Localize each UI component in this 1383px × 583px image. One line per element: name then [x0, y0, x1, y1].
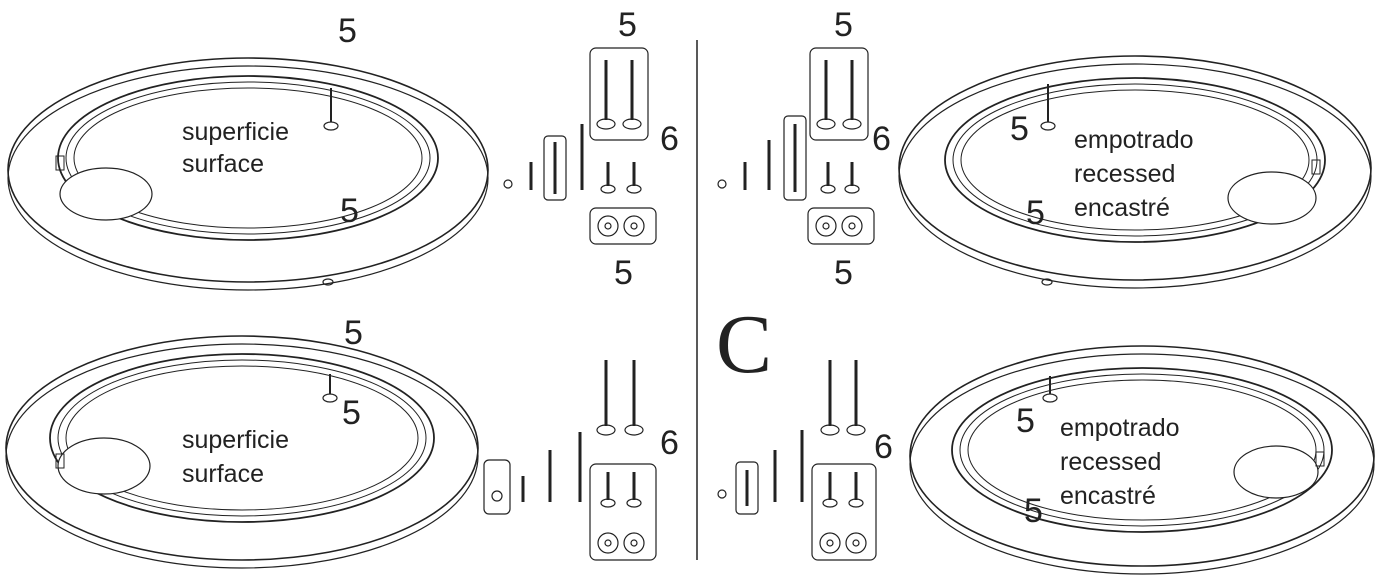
- tl-washers-number: 5: [614, 254, 633, 292]
- br-label-encastre: encastré: [1060, 482, 1156, 510]
- bl-screws-number: 6: [660, 424, 679, 462]
- ring-top-right: [898, 55, 1372, 289]
- bl-ring-bolt-number: 5: [342, 394, 361, 432]
- tl-tall-bolts-number: 5: [618, 6, 637, 44]
- tr-tall-bolts-number: 5: [834, 6, 853, 44]
- tr-label-encastre: encastré: [1074, 194, 1170, 222]
- ring-bottom-left: [5, 335, 479, 569]
- tr-washers-number: 5: [834, 254, 853, 292]
- br-ring-inner-top-number: 5: [1016, 402, 1035, 440]
- tr-ring-inner-top-number: 5: [1010, 110, 1029, 148]
- br-screws-number: 6: [874, 428, 893, 466]
- tr-ring-inner-bottom-number: 5: [1026, 194, 1045, 232]
- br-ring-inner-bottom-number: 5: [1024, 492, 1043, 530]
- bl-label-surface: surface: [182, 460, 264, 488]
- ring-top-left: [7, 57, 489, 291]
- tr-screws-number: 6: [872, 120, 891, 158]
- br-label-empotrado: empotrado: [1060, 414, 1180, 442]
- bl-label-superficie: superficie: [182, 426, 289, 454]
- tl-screws-number: 6: [660, 120, 679, 158]
- hardware-bottom-left: [483, 360, 657, 561]
- br-label-recessed: recessed: [1060, 448, 1161, 476]
- ring-bottom-right: [909, 345, 1375, 575]
- tl-label-surface: surface: [182, 150, 264, 178]
- tl-label-superficie: superficie: [182, 118, 289, 146]
- tl-ring-bottom-number: 5: [340, 192, 359, 230]
- bl-ring-top-number: 5: [344, 314, 363, 352]
- tl-ring-top-number: 5: [338, 12, 357, 50]
- hardware-top-left: [503, 47, 657, 245]
- tr-label-empotrado: empotrado: [1074, 126, 1194, 154]
- tr-label-recessed: recessed: [1074, 160, 1175, 188]
- hardware-bottom-right: [717, 360, 877, 561]
- hardware-top-right: [717, 47, 875, 245]
- center-letter: C: [716, 298, 772, 391]
